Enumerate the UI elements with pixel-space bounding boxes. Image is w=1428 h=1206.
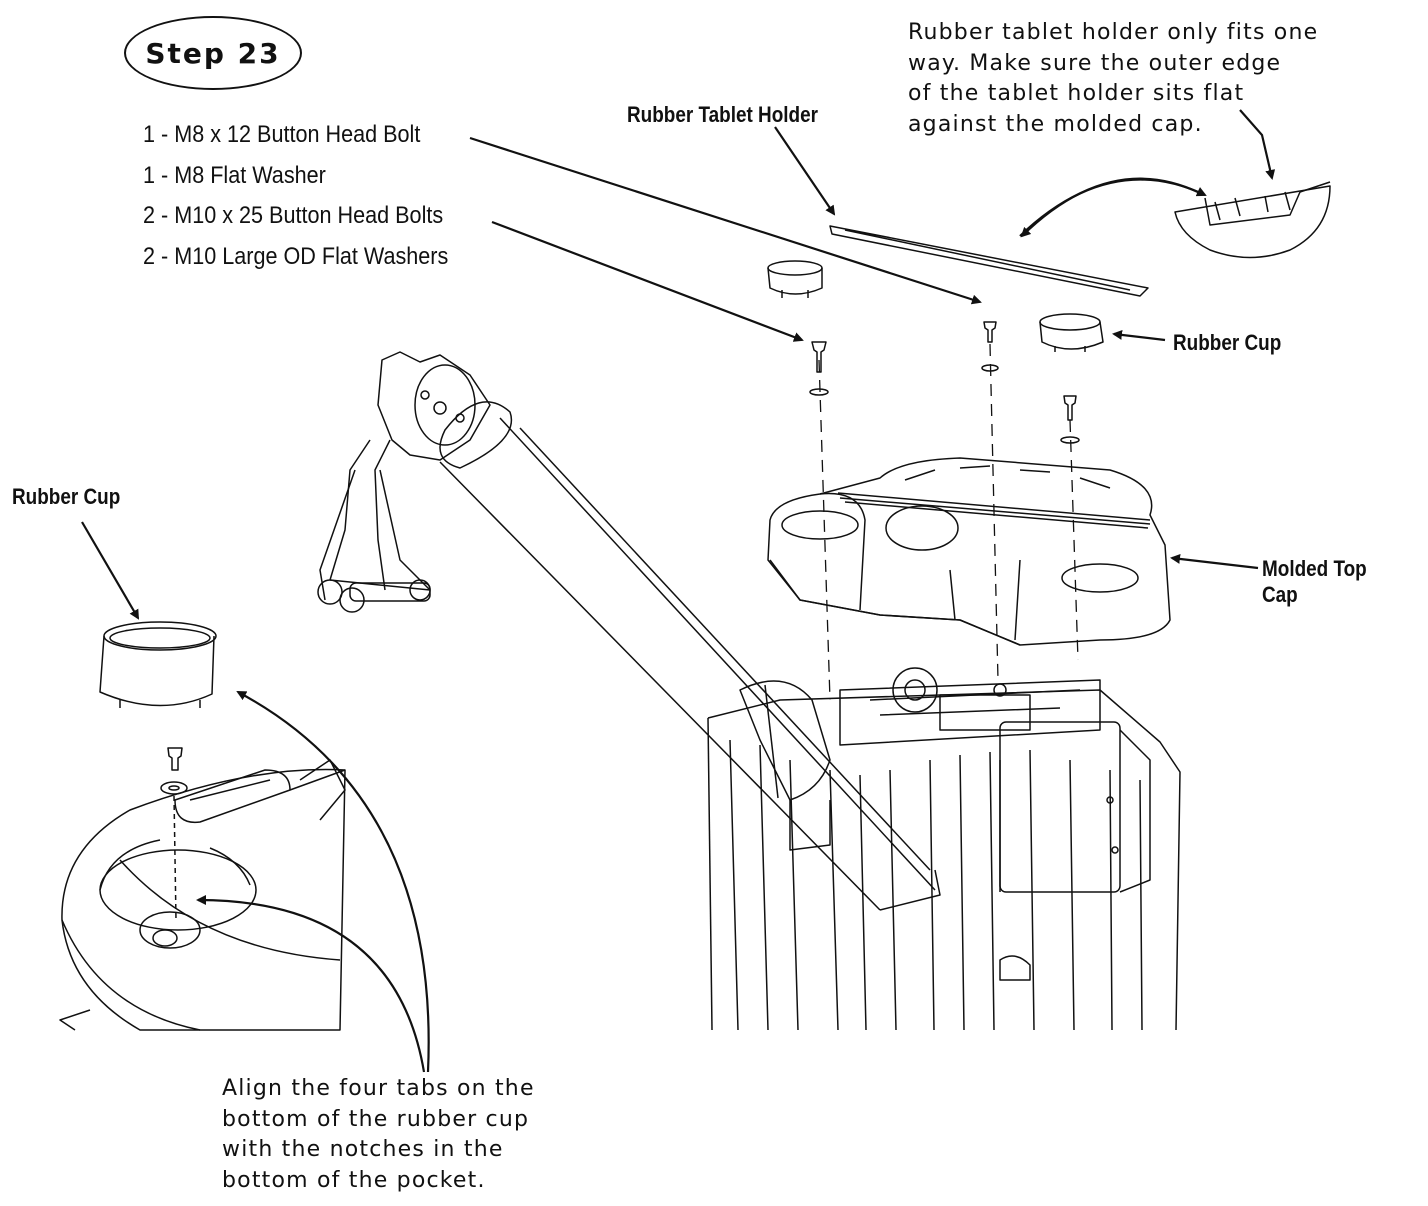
arrow-cup-tabs (236, 691, 430, 1073)
arrow-tablet-note (1239, 109, 1276, 180)
pocket-inset (59, 759, 346, 1031)
label-rubber-cup-right: Rubber Cup (1173, 330, 1282, 355)
molded-top-cap-drawing (767, 457, 1171, 646)
bolts-and-washers (809, 321, 1080, 444)
step-title: Step 23 (124, 16, 302, 90)
arrow-molded-top-cap (1170, 553, 1259, 570)
leader-arrows (81, 109, 1276, 1073)
note-tablet-holder: Rubber tablet holder only fits one way. … (908, 20, 1319, 137)
arrow-rubber-cup-right (1112, 329, 1166, 342)
handle-assembly (317, 351, 491, 613)
arrow-tablet-double (1019, 178, 1207, 237)
label-rubber-tablet-holder: Rubber Tablet Holder (627, 102, 818, 127)
note-rubber-cup: Align the four tabs on the bottom of the… (222, 1076, 535, 1193)
parts-list-item: 2 - M10 Large OD Flat Washers (143, 242, 449, 270)
tablet-holder-inset (1174, 181, 1331, 259)
arrow-m8-bolt (469, 136, 982, 305)
parts-list-item: 1 - M8 x 12 Button Head Bolt (143, 121, 421, 148)
label-rubber-cup-left: Rubber Cup (12, 484, 121, 509)
rubber-cup-right-drawing (1039, 313, 1104, 352)
arrow-m10-bolt (491, 220, 804, 342)
frame-tower (707, 667, 1181, 1031)
rubber-tablet-holder-drawing (829, 225, 1149, 297)
arrow-rubber-cup-left (81, 521, 140, 620)
parts-list-item: 2 - M10 x 25 Button Head Bolts (143, 202, 444, 229)
arrow-tablet-double-back (1020, 177, 1201, 238)
parts-list: 1 - M8 x 12 Button Head Bolt 1 - M8 Flat… (143, 120, 448, 282)
alignment-lines (818, 343, 1079, 701)
arm-tube (439, 401, 941, 911)
label-molded-top-cap: Molded Top Cap (1262, 556, 1367, 607)
arrow-pocket-notches (196, 895, 426, 1073)
rubber-cup-left-drawing (767, 260, 823, 298)
arrow-rubber-tablet-holder (774, 126, 836, 216)
parts-list-item: 1 - M8 Flat Washer (143, 161, 326, 189)
rubber-cup-inset (99, 621, 217, 795)
